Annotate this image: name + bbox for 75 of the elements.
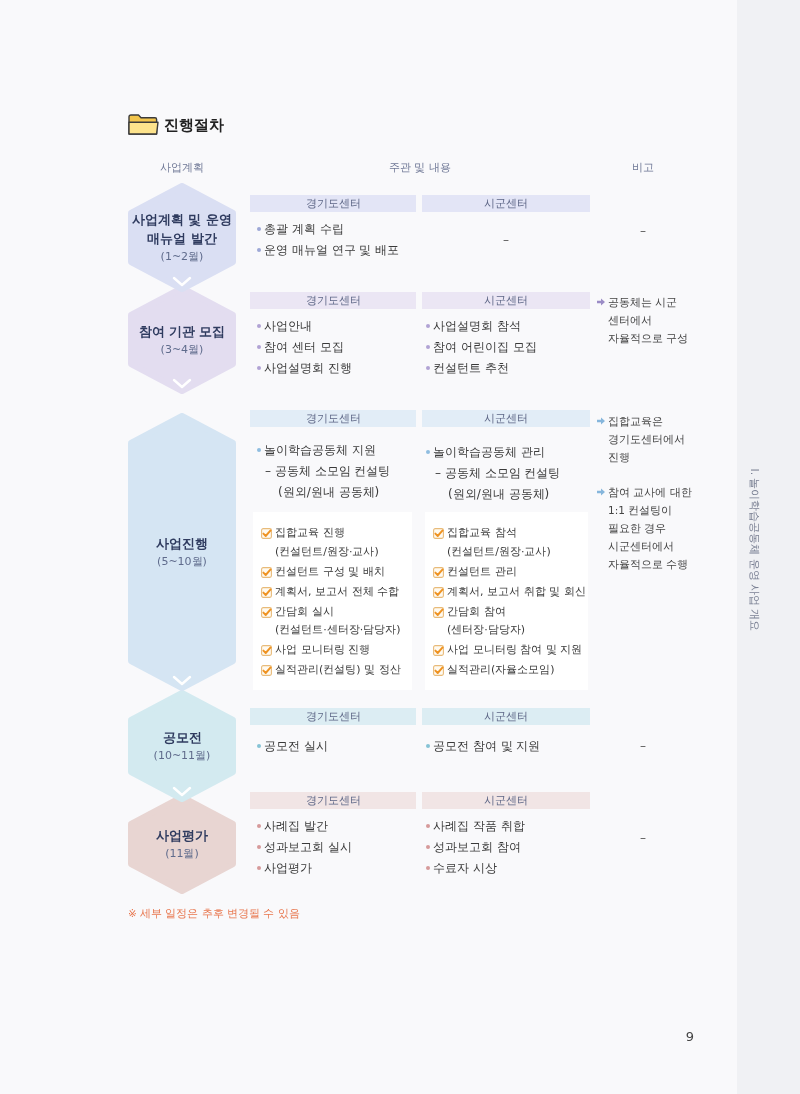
stage-period: (10~11월)	[153, 748, 211, 764]
list-item: 공모전 실시	[264, 738, 328, 755]
task-item: 컨설턴트 관리	[447, 563, 517, 580]
task-item: 계획서, 보고서 전체 수합	[275, 583, 399, 600]
list-item: 성과보고회 참여	[433, 839, 521, 856]
center-header: 경기도센터	[250, 410, 416, 427]
chevron-arrow	[172, 378, 192, 389]
center-header: 경기도센터	[250, 792, 416, 809]
list-item: 운영 매뉴얼 연구 및 배포	[264, 242, 400, 259]
center-header: 시군센터	[422, 792, 590, 809]
remark-text: 참여 교사에 대한 1:1 컨설팅이 필요한 경우 시군센터에서 자율적으로 수행	[608, 485, 693, 572]
list-item: 사업설명회 참석	[433, 318, 521, 335]
column-heading: 비고	[632, 160, 654, 175]
task-item: 실적관리(컨설팅) 및 정산	[275, 662, 401, 678]
stage-title: 사업계획 및 운영 매뉴얼 발간	[132, 211, 232, 248]
list-item: 참여 어린이집 모집	[433, 339, 537, 356]
task-item: 사업 모니터링 참여 및 지원	[447, 642, 582, 658]
stage-period: (11월)	[165, 846, 199, 862]
list-item: 놀이학습공동체 지원	[264, 442, 376, 459]
sub-item: – 공동체 소모임 컨설팅 (원외/원내 공동체)	[435, 465, 562, 503]
list-item: 참여 센터 모집	[264, 339, 344, 356]
dash-mark: –	[640, 830, 646, 847]
task-item: 간담회 실시 (컨설턴트·센터장·담당자)	[275, 603, 402, 638]
remark-text: 공동체는 시군 센터에서 자율적으로 구성	[608, 295, 690, 346]
column-heading: 사업계획	[160, 160, 204, 175]
task-item: 간담회 참여 (센터장·담당자)	[447, 603, 527, 638]
chevron-arrow	[172, 786, 192, 797]
chevron-arrow	[172, 675, 192, 686]
list-item: 공모전 참여 및 지원	[433, 738, 541, 755]
list-item: 사업안내	[264, 318, 312, 335]
column-heading: 주관 및 내용	[389, 160, 451, 175]
center-header: 시군센터	[422, 708, 590, 725]
center-header: 경기도센터	[250, 708, 416, 725]
stage-hexagon	[128, 413, 236, 691]
center-header: 경기도센터	[250, 292, 416, 309]
center-header: 경기도센터	[250, 195, 416, 212]
footnote: ※ 세부 일정은 추후 변경될 수 있음	[128, 906, 300, 921]
task-item: 컨설턴트 구성 및 배치	[275, 563, 385, 580]
page-number: 9	[685, 1028, 695, 1046]
stage-period: (5~10월)	[157, 554, 207, 570]
task-item: 집합교육 진행 (컨설턴트/원장·교사)	[275, 525, 380, 560]
task-panel	[253, 512, 412, 690]
center-header: 시군센터	[422, 410, 590, 427]
dash-mark: –	[640, 738, 646, 755]
task-item: 실적관리(자율소모임)	[447, 662, 555, 678]
center-header: 시군센터	[422, 195, 590, 212]
dash-mark: –	[503, 232, 509, 249]
stage-title: 사업평가	[156, 827, 208, 845]
section-title: 진행절차	[164, 115, 224, 136]
list-item: 수료자 시상	[433, 860, 497, 877]
stage-hexagon	[128, 183, 236, 292]
task-item: 집합교육 참석 (컨설턴트/원장·교사)	[447, 525, 552, 560]
stage-period: (3~4월)	[160, 341, 204, 358]
list-item: 컨설턴트 추천	[433, 360, 509, 377]
dash-mark: –	[640, 223, 646, 240]
task-item: 사업 모니터링 진행	[275, 642, 370, 658]
task-panel	[425, 512, 588, 690]
list-item: 총괄 계획 수립	[264, 221, 344, 238]
list-item: 사업평가	[264, 860, 312, 877]
stage-title: 참여 기관 모집	[138, 322, 226, 341]
list-item: 놀이학습공동체 관리	[433, 444, 545, 461]
remark-text: 집합교육은 경기도센터에서 진행	[608, 414, 686, 465]
list-item: 사업설명회 진행	[264, 360, 352, 377]
list-item: 사례집 작품 취합	[433, 818, 525, 835]
chevron-arrow	[172, 276, 192, 287]
section-tab-text: Ⅰ. 놀이학습공동체 운영 사업 개요	[748, 468, 762, 632]
stage-title: 사업진행	[156, 535, 208, 553]
sub-item: – 공동체 소모임 컨설팅 (원외/원내 공동체)	[265, 463, 392, 501]
stage-period: (1~2월)	[160, 249, 204, 265]
stage-hexagon	[128, 690, 236, 802]
task-item: 계획서, 보고서 취합 및 회신	[447, 583, 586, 600]
center-header: 시군센터	[422, 292, 590, 309]
stage-title: 공모전	[162, 729, 202, 747]
list-item: 사례집 발간	[264, 818, 328, 835]
list-item: 성과보고회 실시	[264, 839, 352, 856]
